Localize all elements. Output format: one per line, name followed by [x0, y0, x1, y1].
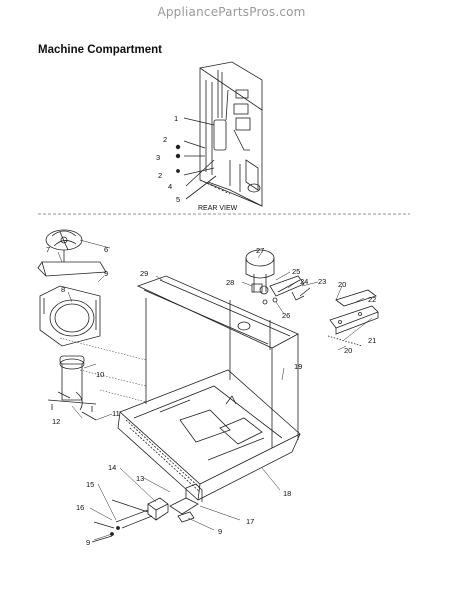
callout-9c: 9: [86, 538, 90, 547]
callout-18: 18: [283, 489, 291, 498]
callout-labels: 1 2 3 2 4 5 REAR VIEW 6 7 8 9 10 11 12 2…: [46, 114, 376, 547]
callout-9a: 9: [104, 269, 108, 278]
callout-2a: 2: [163, 135, 167, 144]
bracket-assembly: [327, 289, 379, 347]
fan-assembly: [37, 229, 107, 421]
callout-26: 26: [282, 311, 290, 320]
rear-view-caption: REAR VIEW: [198, 205, 238, 212]
callout-5: 5: [176, 195, 180, 204]
callout-15: 15: [86, 480, 94, 489]
callout-1: 1: [174, 114, 178, 123]
compressor-assembly: [245, 249, 311, 305]
page-title: Machine Compartment: [38, 44, 162, 56]
callout-10: 10: [96, 370, 104, 379]
callout-29: 29: [140, 269, 148, 278]
callout-20a: 20: [338, 280, 346, 289]
callout-7: 7: [46, 245, 50, 254]
callout-14: 14: [108, 463, 116, 472]
callout-12: 12: [52, 417, 60, 426]
callout-28: 28: [226, 278, 234, 287]
callout-19: 19: [294, 362, 302, 371]
callout-22: 22: [368, 295, 376, 304]
watermark: AppliancePartsPros.com: [157, 5, 306, 19]
control-assembly: [91, 483, 203, 543]
rear-view-assembly: [175, 61, 263, 207]
callout-16: 16: [76, 503, 84, 512]
callout-24: 24: [300, 277, 308, 286]
callout-6: 6: [104, 245, 108, 254]
callout-9b: 9: [218, 527, 222, 536]
callout-13: 13: [136, 474, 144, 483]
callout-17: 17: [246, 517, 254, 526]
callout-4: 4: [168, 182, 172, 191]
base-tray-assembly: [59, 275, 301, 501]
leader-lines: [57, 239, 373, 541]
callout-8: 8: [61, 285, 65, 294]
callout-11: 11: [112, 409, 120, 418]
callout-23: 23: [318, 277, 326, 286]
callout-27: 27: [256, 246, 264, 255]
callout-3: 3: [156, 153, 160, 162]
callout-2b: 2: [158, 171, 162, 180]
callout-21: 21: [368, 336, 376, 345]
callout-20b: 20: [344, 346, 352, 355]
callout-25: 25: [292, 267, 300, 276]
